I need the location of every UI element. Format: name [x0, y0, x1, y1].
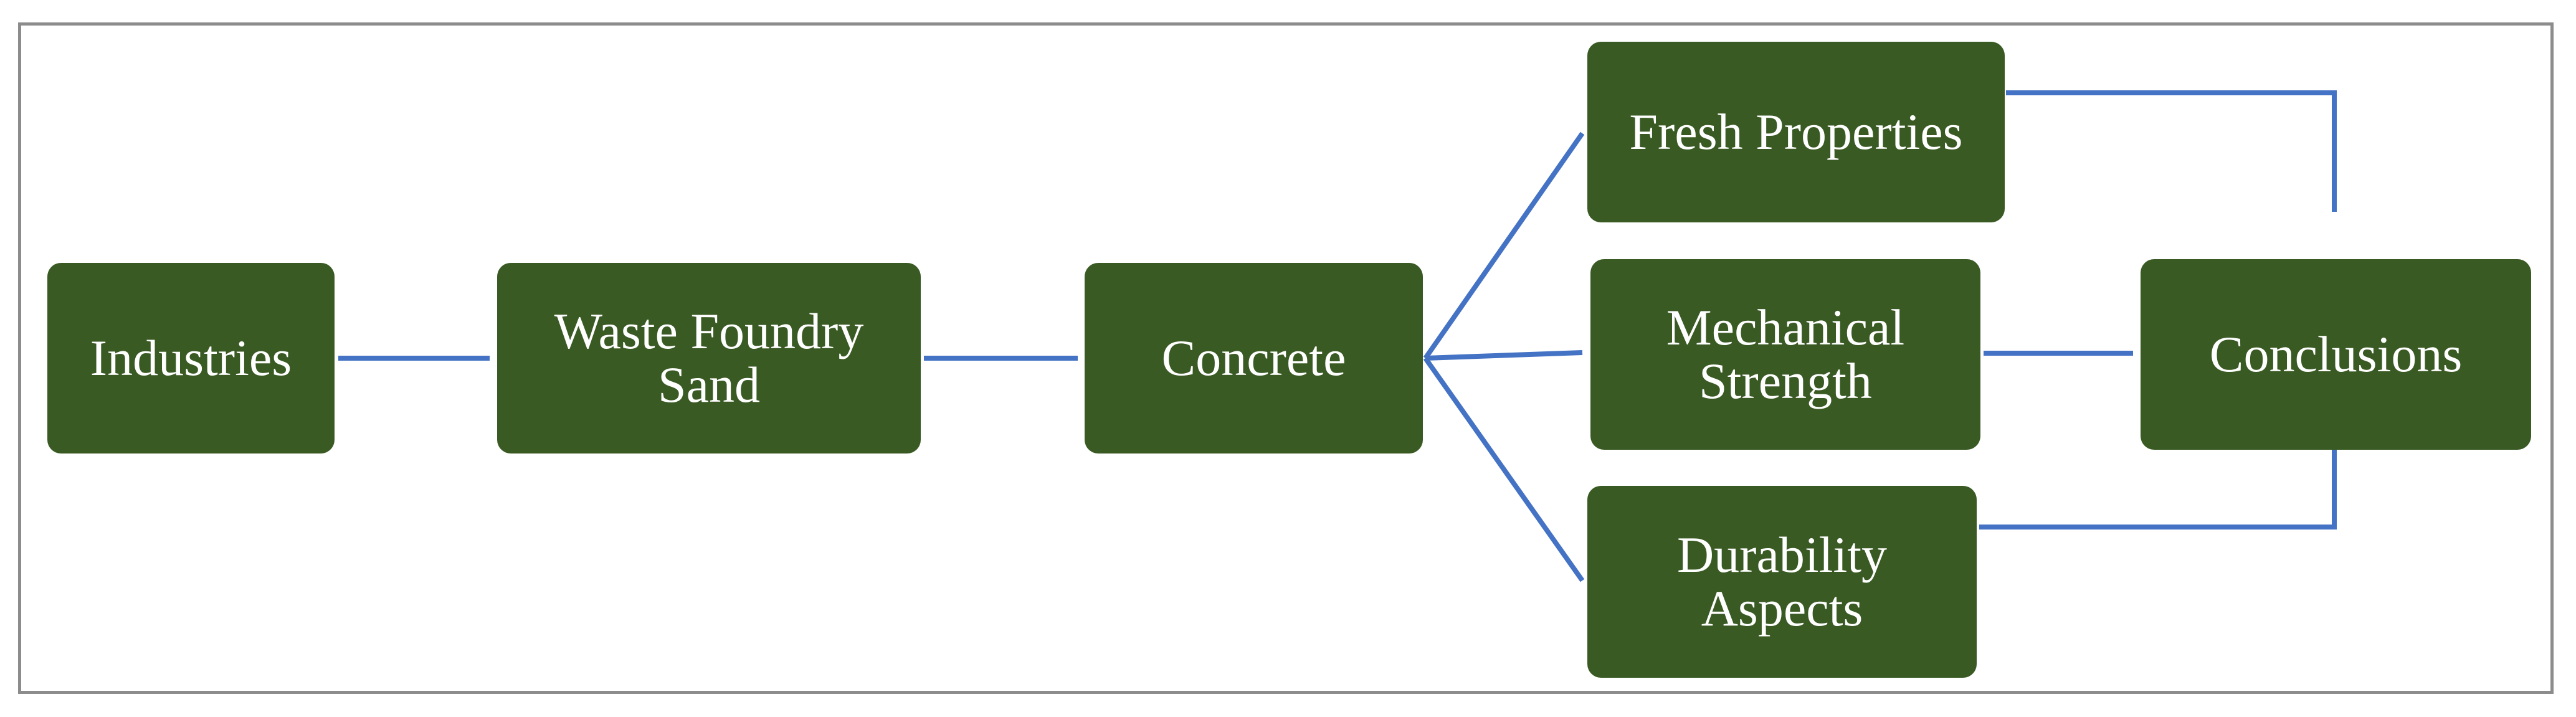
node-durability-aspects: Durability Aspects	[1587, 486, 1977, 678]
node-durability-aspects-label: Durability Aspects	[1676, 526, 1888, 637]
node-concrete: Concrete	[1085, 263, 1423, 453]
node-conclusions: Conclusions	[2141, 259, 2531, 450]
node-mechanical-strength: Mechanical Strength	[1590, 259, 1980, 450]
node-industries: Industries	[47, 263, 335, 453]
node-conclusions-label: Conclusions	[2209, 325, 2463, 382]
node-mechanical-strength-label: Mechanical Strength	[1666, 298, 1905, 409]
node-waste-foundry-sand-label: Waste Foundry Sand	[554, 302, 864, 413]
node-waste-foundry-sand: Waste Foundry Sand	[497, 263, 921, 453]
node-industries-label: Industries	[90, 329, 292, 386]
node-fresh-properties-label: Fresh Properties	[1629, 103, 1963, 160]
node-concrete-label: Concrete	[1161, 329, 1346, 386]
node-fresh-properties: Fresh Properties	[1587, 42, 2005, 222]
